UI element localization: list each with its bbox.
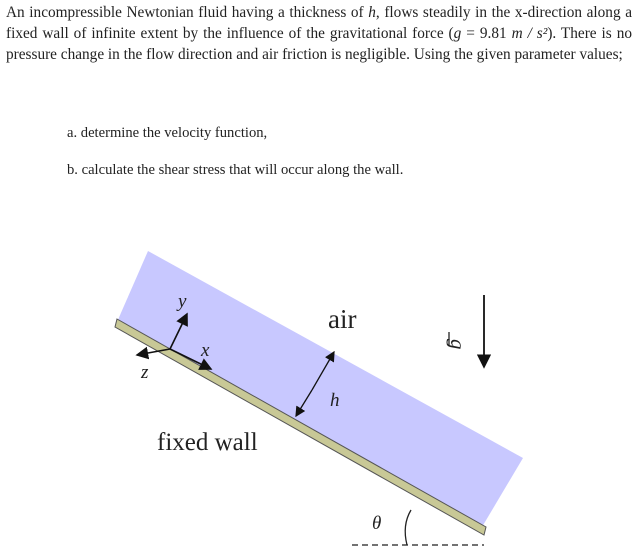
fluid-layer — [117, 251, 523, 527]
theta-arc — [404, 509, 412, 546]
x-axis-arrow — [169, 348, 213, 370]
gravity-symbol: g — [453, 25, 462, 42]
thickness-arrow — [311, 350, 335, 391]
problem-text-1: An incompressible Newtonian fluid having… — [6, 4, 369, 21]
gravity-value: = 9.81 — [461, 25, 512, 42]
problem-text-2: , flows steadily in the x-direction alon… — [6, 4, 632, 42]
thickness-symbol: h — [368, 4, 376, 21]
problem-statement: An incompressible Newtonian fluid having… — [6, 2, 632, 65]
task-b: b. calculate the shear stress that will … — [67, 162, 404, 178]
air-label: air — [328, 304, 356, 334]
y-axis-arrow — [169, 312, 188, 350]
task-a: a. determine the velocity function, — [67, 125, 268, 141]
theta-label: θ — [372, 513, 381, 534]
thickness-label: h — [330, 390, 340, 411]
gravity-label: g — [446, 339, 470, 350]
fixed-wall-label: fixed wall — [157, 429, 258, 456]
z-axis-arrow — [135, 346, 171, 360]
y-axis-label: y — [176, 291, 187, 312]
gravity-unit: m / s² — [511, 25, 548, 42]
fixed-wall — [114, 318, 487, 536]
task-list: a. determine the velocity function, b. c… — [67, 123, 403, 197]
z-axis-label: z — [140, 362, 149, 383]
thickness-arrow-back — [295, 389, 313, 418]
x-axis-label: x — [200, 340, 210, 361]
problem-text-3: ). There is no pressure change in the fl… — [6, 25, 632, 63]
